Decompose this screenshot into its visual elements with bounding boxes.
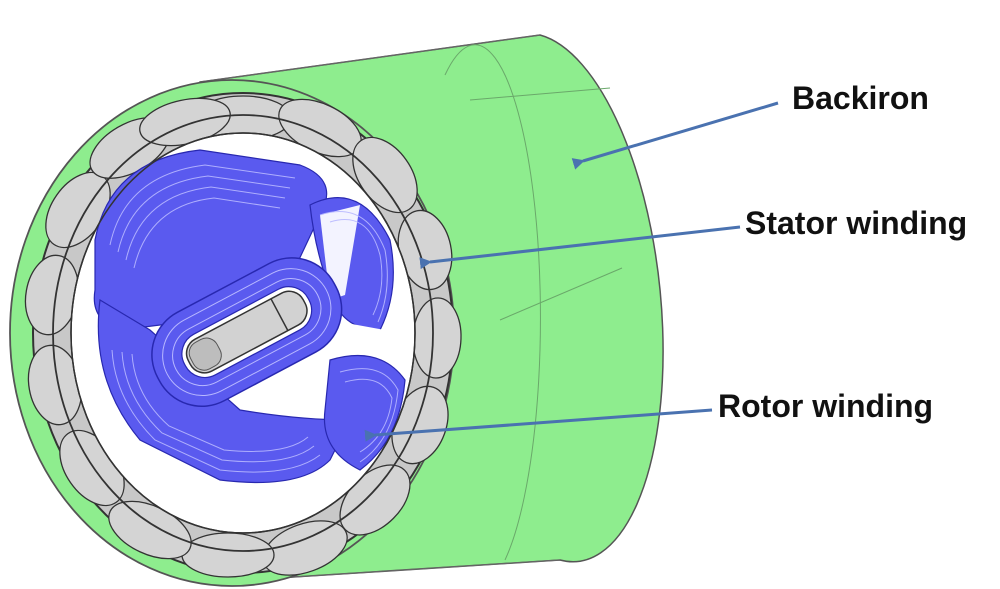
rotor-winding (93, 149, 406, 484)
rotor-winding-label: Rotor winding (718, 388, 934, 424)
bore-outline (70, 132, 416, 534)
backiron-label: Backiron (792, 80, 929, 116)
stator-winding-label: Stator winding (745, 205, 968, 241)
backiron-arrow (571, 101, 779, 170)
stator-arrow (419, 225, 741, 270)
rotor-arrow (364, 408, 713, 442)
